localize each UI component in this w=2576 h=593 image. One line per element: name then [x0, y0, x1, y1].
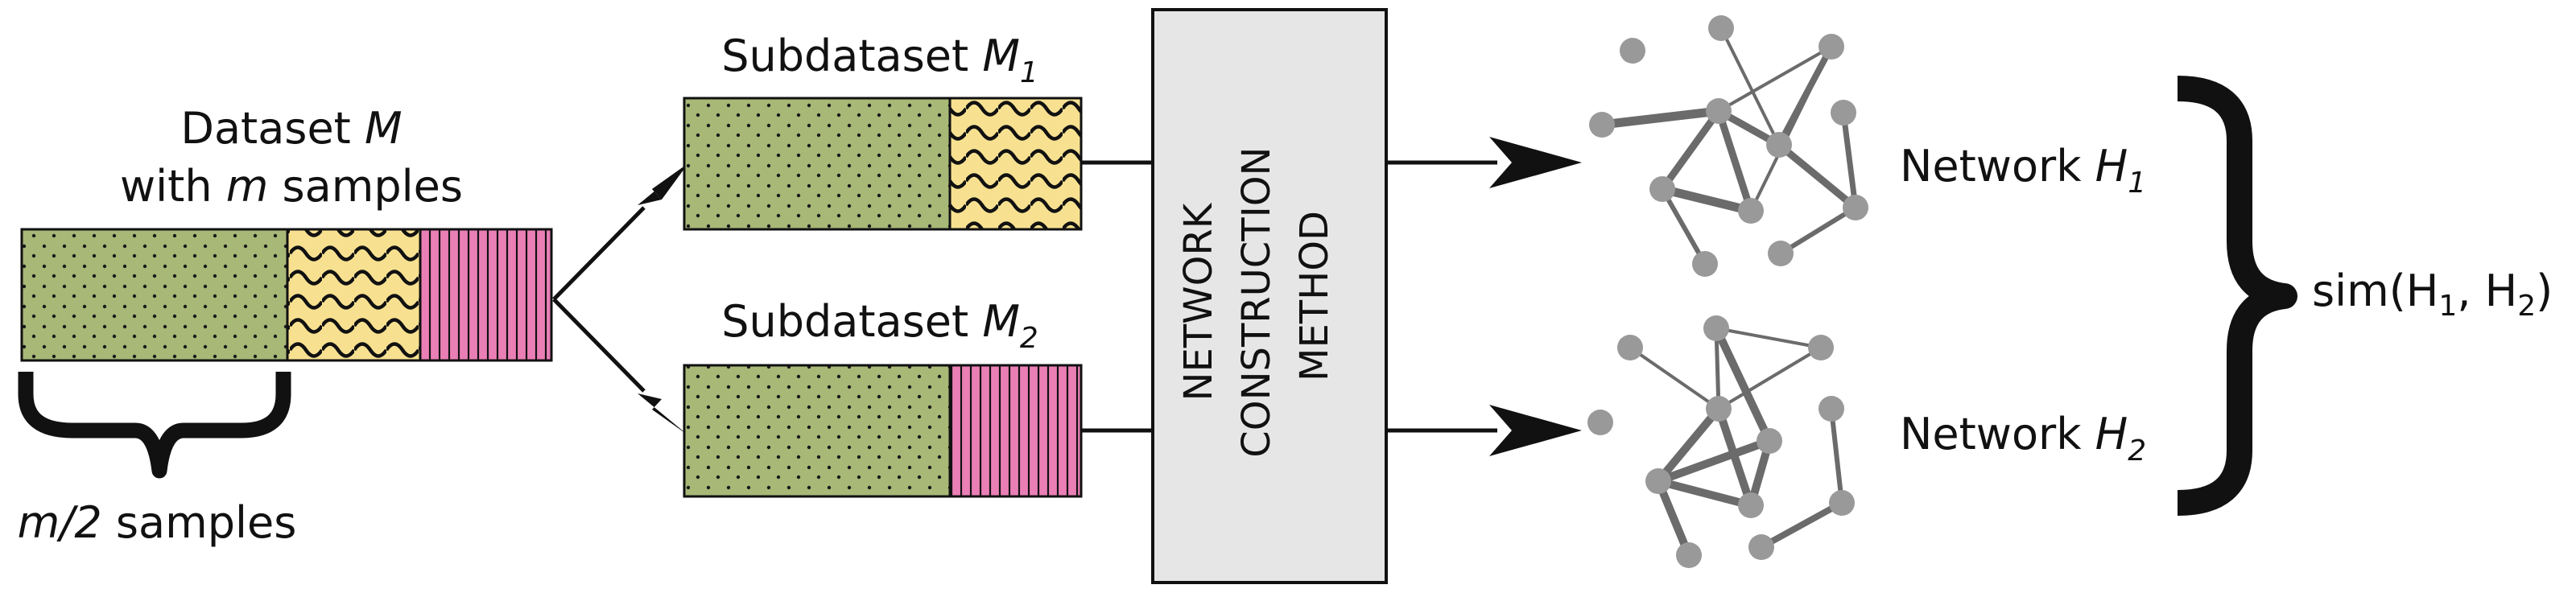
network-h1-nodes — [1589, 15, 1868, 277]
split-arrows — [552, 163, 688, 435]
network-h2-nodes — [1587, 315, 1855, 568]
dataset-subtitle: with m samples — [120, 161, 463, 212]
sub2-bar — [683, 364, 1083, 498]
compare-brace — [2177, 76, 2297, 516]
output-arrows — [1386, 137, 1582, 456]
network-h2-graph — [1629, 324, 1845, 559]
dataset-bar — [20, 228, 553, 362]
sub2-title: Subdataset M2 — [721, 296, 1038, 355]
sub1-bar — [683, 97, 1083, 231]
half-brace — [18, 372, 291, 479]
dataset-title: Dataset M — [180, 103, 402, 154]
method-label: NETWORK CONSTRUCTION METHOD — [1176, 134, 1337, 457]
net2-label: Network H2 — [1900, 409, 2146, 467]
half-samples-label: m/2 samples — [18, 497, 297, 548]
network-h1-graph — [1597, 27, 1860, 266]
sub1-title: Subdataset M1 — [721, 31, 1038, 89]
similarity-label: sim(H1, H2) — [2312, 266, 2553, 323]
net1-label: Network H1 — [1900, 141, 2146, 200]
method-box: NETWORK CONSTRUCTION METHOD — [1151, 8, 1388, 584]
